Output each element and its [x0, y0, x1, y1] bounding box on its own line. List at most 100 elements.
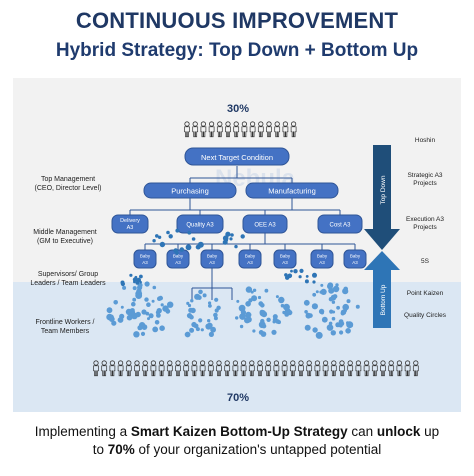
idea-dot [113, 300, 118, 305]
idea-dot [340, 309, 347, 315]
person-icon [273, 360, 280, 377]
idea-dot [139, 280, 142, 284]
node-delivery-label-2: A3 [127, 225, 134, 231]
idea-dot [293, 269, 298, 274]
footer-text: Implementing a [34, 424, 131, 439]
idea-dot [320, 311, 324, 315]
idea-dot [271, 329, 277, 335]
person-icon [265, 360, 272, 377]
person-icon [134, 360, 140, 377]
label-5s: 5S [421, 258, 429, 265]
person-icon [249, 121, 256, 138]
idea-dot [335, 322, 341, 328]
person-icon [257, 121, 264, 138]
person-icon [388, 360, 395, 377]
idea-dot [184, 331, 191, 338]
footer-line-2: to 70% of your organization's untapped p… [0, 441, 474, 458]
idea-dot [189, 314, 194, 320]
person-icon [274, 121, 281, 138]
idea-dot [311, 303, 318, 310]
idea-dot [146, 302, 151, 308]
person-icon [125, 360, 132, 377]
idea-dot [245, 286, 253, 293]
person-icon [266, 121, 272, 138]
idea-dot [312, 327, 318, 333]
idea-dot [128, 309, 136, 317]
idea-dot [152, 285, 157, 290]
idea-dot [213, 312, 218, 318]
label-point-kaizen: Point Kaizen [406, 290, 444, 297]
person-icon [224, 360, 231, 377]
idea-dot [214, 308, 219, 313]
node-next-target [184, 147, 290, 166]
idea-dot [175, 228, 180, 233]
idea-dot [108, 316, 115, 322]
idea-dot [266, 317, 271, 322]
svg-text:A3: A3 [282, 260, 288, 265]
node-oee-label: OEE A3 [254, 223, 276, 229]
idea-dot [330, 330, 336, 336]
person-icon [207, 360, 214, 377]
idea-dot [168, 234, 173, 239]
idea-dot [335, 283, 339, 287]
idea-dot [208, 304, 212, 308]
idea-dot [225, 231, 231, 237]
top-percent: 30% [226, 103, 250, 115]
node-cost-label: Cost A3 [329, 223, 351, 229]
svg-text:A3: A3 [209, 260, 215, 265]
person-icon [330, 360, 337, 377]
idea-dot [157, 235, 162, 239]
label-quality-circles: Quality Circles [404, 312, 446, 319]
idea-dot [234, 244, 238, 249]
idea-dot [290, 269, 293, 273]
idea-dot [200, 328, 204, 332]
person-icon [282, 121, 289, 138]
idea-dot [106, 307, 113, 314]
idea-dot [205, 323, 212, 330]
idea-dot [141, 309, 147, 315]
svg-text:A3: A3 [352, 260, 358, 265]
idea-dot [158, 295, 163, 301]
idea-dot [193, 323, 199, 329]
svg-text:A3: A3 [247, 260, 253, 265]
label-top-management: Top Management (CEO, Director Level) [34, 176, 102, 192]
idea-dot [320, 283, 324, 287]
idea-dot [117, 317, 124, 323]
idea-dot [299, 268, 304, 273]
person-icon [225, 121, 231, 138]
people-row-top [184, 121, 297, 138]
footer-bold-strategy: Smart Kaizen Bottom-Up Strategy [130, 424, 348, 439]
idea-dot [198, 318, 203, 323]
idea-dot [312, 272, 317, 278]
person-icon [233, 121, 240, 138]
node-delivery-label-1: Delivery [120, 218, 140, 224]
idea-dot [251, 295, 258, 302]
person-icon [232, 360, 239, 377]
idea-dot [349, 323, 354, 328]
idea-dot [164, 306, 168, 311]
node-purchasing-label: Purchasing [171, 187, 209, 196]
idea-dot [133, 331, 140, 338]
idea-dot [207, 319, 211, 323]
idea-dot [126, 314, 133, 321]
idea-dot [321, 316, 328, 323]
idea-dot [331, 316, 336, 321]
idea-dot [145, 311, 150, 316]
idea-dot [132, 277, 138, 282]
idea-dot [245, 311, 252, 318]
svg-text:Baby: Baby [350, 254, 361, 259]
person-icon [199, 360, 206, 377]
idea-dot [304, 310, 308, 314]
idea-dot [188, 307, 194, 313]
svg-text:Baby: Baby [207, 254, 218, 259]
idea-dot [159, 241, 166, 248]
idea-dot [298, 275, 302, 279]
svg-text:Baby: Baby [173, 254, 184, 259]
person-icon [257, 360, 263, 377]
bottom-up-arrow: Bottom Up [364, 251, 400, 328]
footer-line-1: Implementing a Smart Kaizen Bottom-Up St… [0, 423, 474, 440]
idea-dot [312, 280, 316, 284]
idea-dot [326, 324, 334, 331]
